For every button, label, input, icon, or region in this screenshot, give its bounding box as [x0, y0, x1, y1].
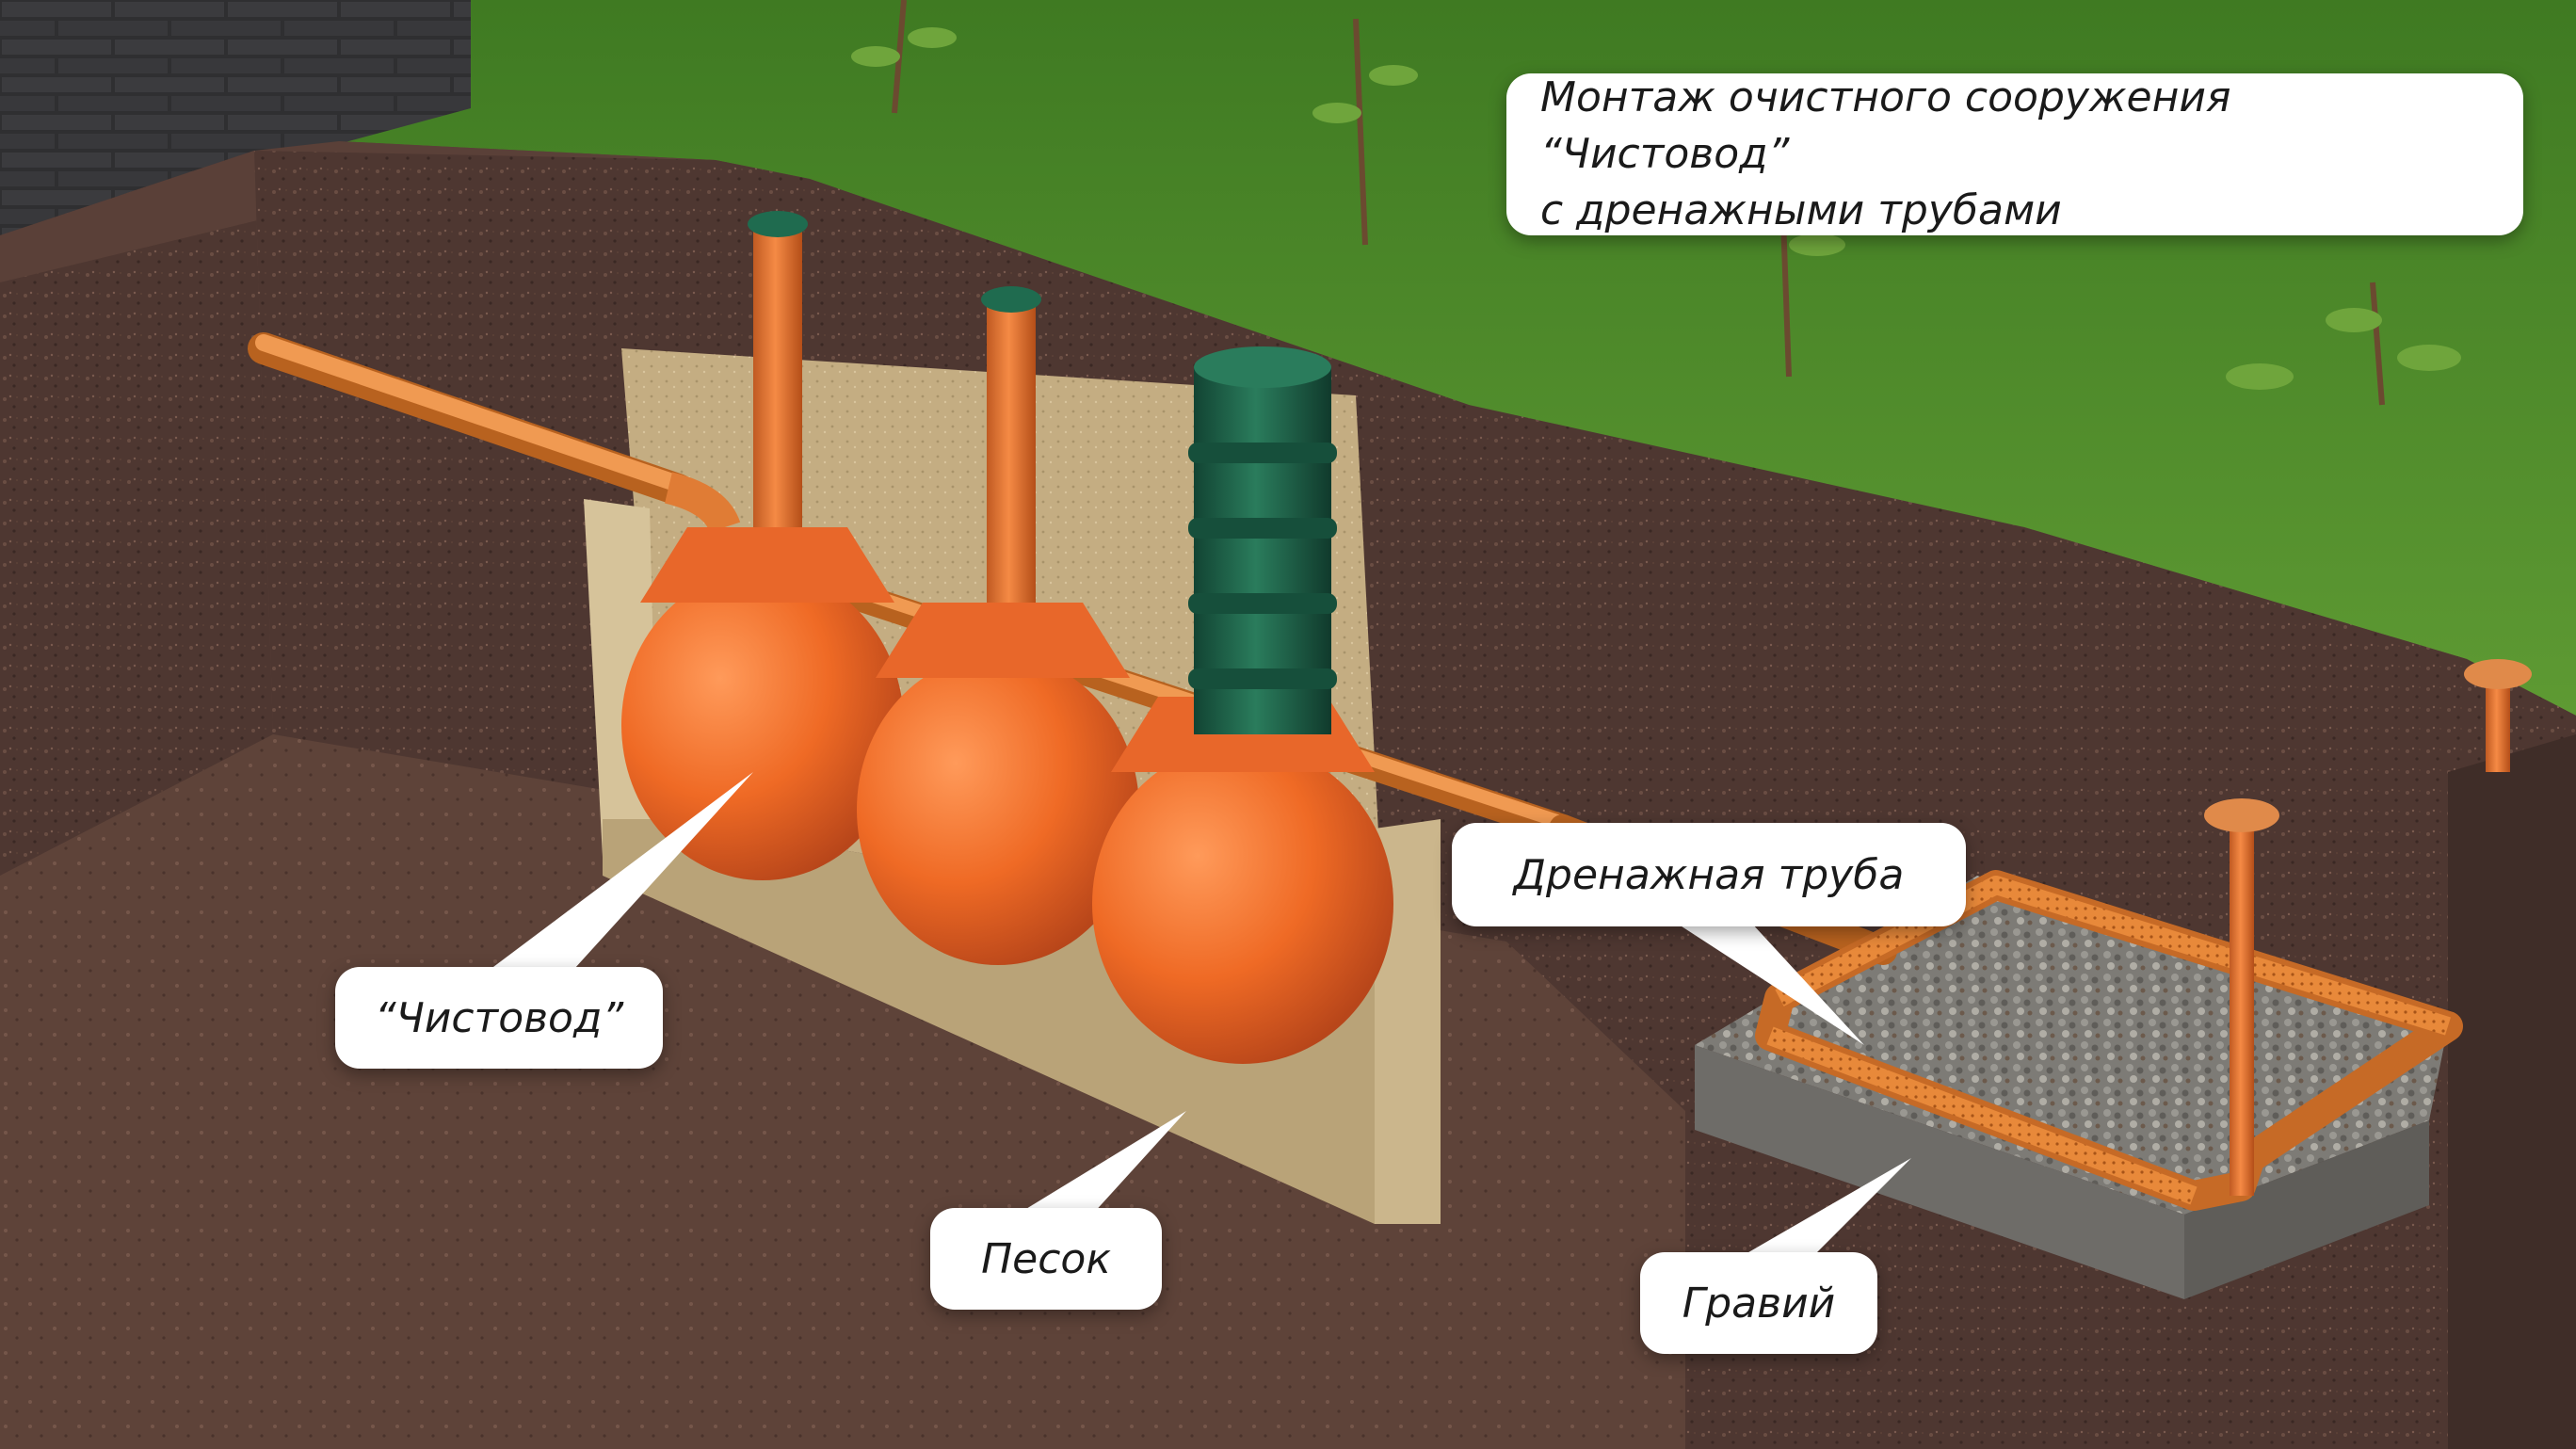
label-chistovod-text: “Чистовод”: [374, 993, 624, 1042]
tank2-riser: [987, 299, 1036, 624]
label-gravel-text: Гравий: [1682, 1279, 1836, 1328]
pointer-sand: [1017, 1111, 1186, 1215]
label-sand: Песок: [930, 1208, 1162, 1310]
label-sand-text: Песок: [981, 1234, 1111, 1283]
title-callout: Монтаж очистного сооружения “Чистовод” с…: [1506, 73, 2523, 235]
tank2-neck: [876, 603, 1130, 678]
label-chistovod: “Чистовод”: [335, 967, 663, 1069]
drain-vent-pipe-2: [2486, 678, 2510, 772]
tank2-body: [857, 654, 1139, 965]
drain-vent-pipe-1: [2230, 819, 2254, 1196]
title-line-2: с дренажными трубами: [1540, 186, 2062, 234]
inlet-elbow: [664, 472, 741, 534]
gravel-side: [2184, 1120, 2429, 1299]
tank1-riser-cap: [748, 211, 808, 237]
tank1-neck: [640, 527, 894, 603]
tank2-riser-cap: [981, 286, 1041, 313]
tank1-riser: [753, 224, 802, 544]
tank1-body: [621, 570, 904, 880]
label-drain-pipe: Дренажная труба: [1452, 823, 1966, 926]
brick-wall: [0, 0, 471, 235]
right-soil-block: [2448, 734, 2576, 1449]
drain-vent-cap-2: [2464, 659, 2532, 689]
tank3-body: [1092, 744, 1393, 1064]
title-line-1: Монтаж очистного сооружения “Чистовод”: [1540, 73, 2231, 178]
pointer-gravel: [1732, 1158, 1911, 1262]
drain-vent-cap-1: [2204, 798, 2279, 832]
pointer-drain: [1676, 923, 1864, 1045]
label-drain-pipe-text: Дренажная труба: [1513, 850, 1905, 899]
gravel-front: [1695, 1045, 2184, 1299]
left-soil-wall: [0, 151, 273, 876]
tank3-riser-lid: [1194, 346, 1331, 388]
pointer-chistovod: [490, 772, 753, 979]
label-gravel: Гравий: [1640, 1252, 1877, 1354]
